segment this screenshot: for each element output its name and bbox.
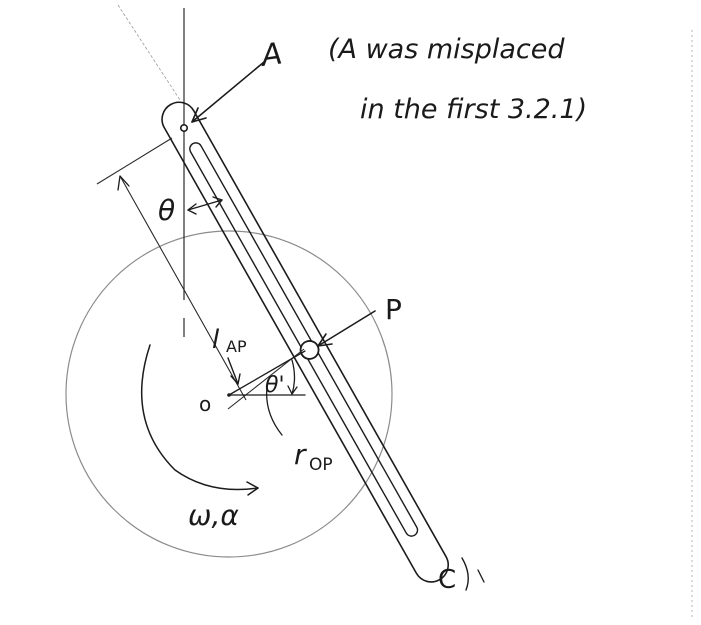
note-line-2: in the first 3.2.1) xyxy=(360,94,587,125)
label-theta: θ xyxy=(158,194,175,227)
label-omega-alpha: ω,α xyxy=(188,499,239,532)
c-end-mark xyxy=(461,557,469,591)
label-lap: l xyxy=(212,325,220,355)
slider-p xyxy=(299,340,320,360)
arrow-to-a xyxy=(191,61,265,123)
r-op-leader xyxy=(265,379,283,436)
c-tick xyxy=(477,569,485,583)
lap-label-arrow xyxy=(227,357,239,385)
label-rop: r xyxy=(294,438,307,471)
link-outline xyxy=(161,101,449,583)
label-c: C xyxy=(438,565,456,595)
note-line-1: (A was misplaced xyxy=(328,34,565,65)
label-lap-subscript: AP xyxy=(226,337,247,356)
label-a: A xyxy=(257,36,284,74)
theta-arc-head-right xyxy=(212,196,223,208)
lap-dimension-line xyxy=(119,175,247,401)
theta-arc xyxy=(187,199,223,211)
construction-line xyxy=(117,4,181,101)
theta-prime-arc-head xyxy=(287,385,298,395)
lap-label-arrowhead xyxy=(230,373,241,385)
theta-prime-arc xyxy=(291,359,296,395)
rotation-arrow-head xyxy=(246,481,259,496)
arrow-to-p-head xyxy=(317,333,333,347)
r-op-line xyxy=(228,350,306,396)
arrow-to-a-head xyxy=(191,107,207,123)
label-o: o xyxy=(199,392,211,416)
label-theta-prime: θ' xyxy=(265,373,285,398)
lap-extension-top xyxy=(96,137,173,185)
lap-dimension-arrowhead xyxy=(117,175,130,191)
rotating-disk xyxy=(65,230,393,558)
theta-arc-head-left xyxy=(187,203,197,215)
pin-a xyxy=(179,123,189,133)
link-slot xyxy=(189,142,419,537)
label-p: P xyxy=(385,293,402,326)
rotation-arrow xyxy=(140,344,259,491)
label-rop-subscript: OP xyxy=(309,455,333,475)
arrow-to-p xyxy=(317,310,376,347)
